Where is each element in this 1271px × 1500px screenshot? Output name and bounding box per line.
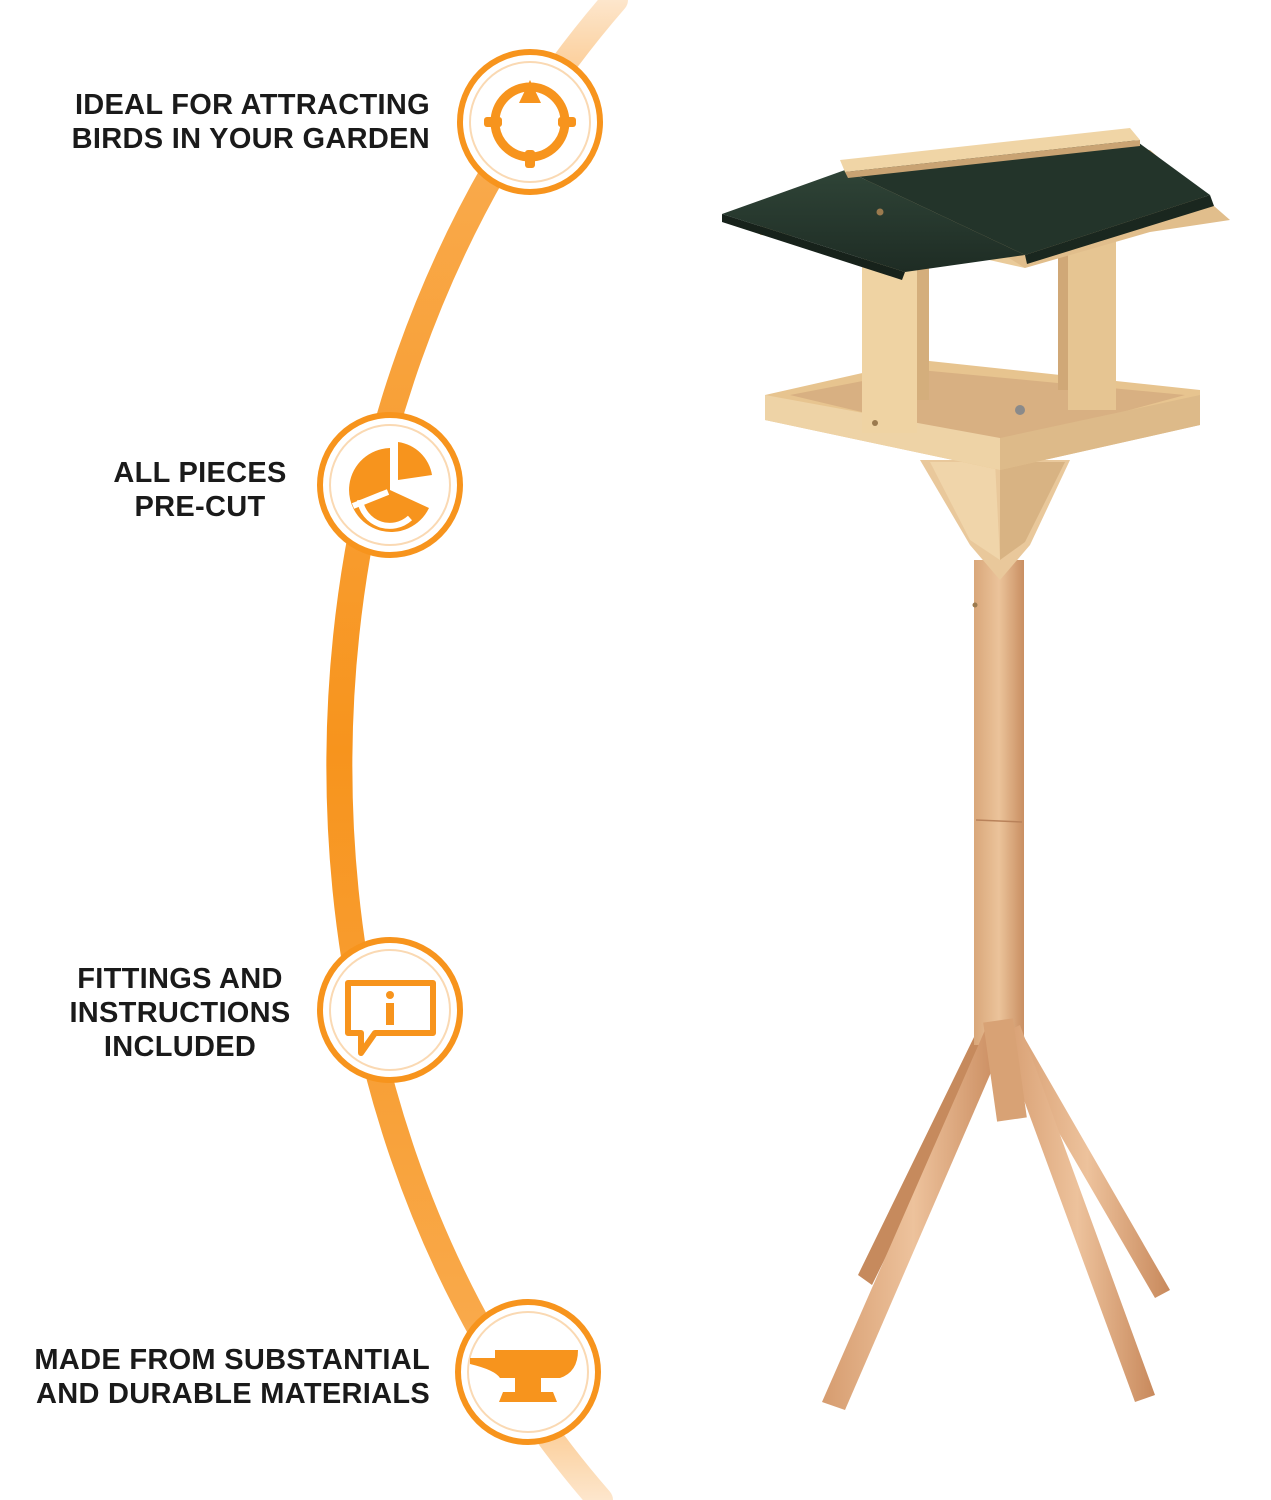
feature-2-line-2: PRE-CUT (134, 491, 266, 523)
timeline-arc (326, 0, 628, 1500)
feature-4-line-2: AND DURABLE MATERIALS (35, 1378, 430, 1410)
feature-3-icon-badge (317, 937, 463, 1083)
feature-1-line-2: BIRDS IN YOUR GARDEN (71, 123, 430, 155)
feature-2-text: ALL PIECES PRE-CUT (90, 456, 310, 524)
feature-3-line-3: INCLUDED (103, 1031, 257, 1063)
feature-4-text: MADE FROM SUBSTANTIAL AND DURABLE MATERI… (0, 1343, 430, 1411)
feature-1-text: IDEAL FOR ATTRACTING BIRDS IN YOUR GARDE… (30, 88, 430, 156)
anvil-icon (470, 1350, 578, 1402)
info-speech-bubble-icon (345, 980, 436, 1056)
feature-4-icon-badge (455, 1299, 601, 1445)
pie-chart-icon (349, 442, 432, 532)
feature-3-line-1: FITTINGS AND (77, 963, 283, 995)
feature-4-line-1: MADE FROM SUBSTANTIAL (34, 1344, 430, 1376)
feature-3-text: FITTINGS AND INSTRUCTIONS INCLUDED (50, 962, 310, 1064)
bird-table-illustration (722, 128, 1230, 1410)
feature-1-icon-badge (457, 49, 603, 195)
feature-2-line-1: ALL PIECES (113, 457, 287, 489)
feature-3-line-2: INSTRUCTIONS (69, 997, 291, 1029)
feature-1-line-1: IDEAL FOR ATTRACTING (74, 89, 430, 121)
feature-2-icon-badge (317, 412, 463, 558)
